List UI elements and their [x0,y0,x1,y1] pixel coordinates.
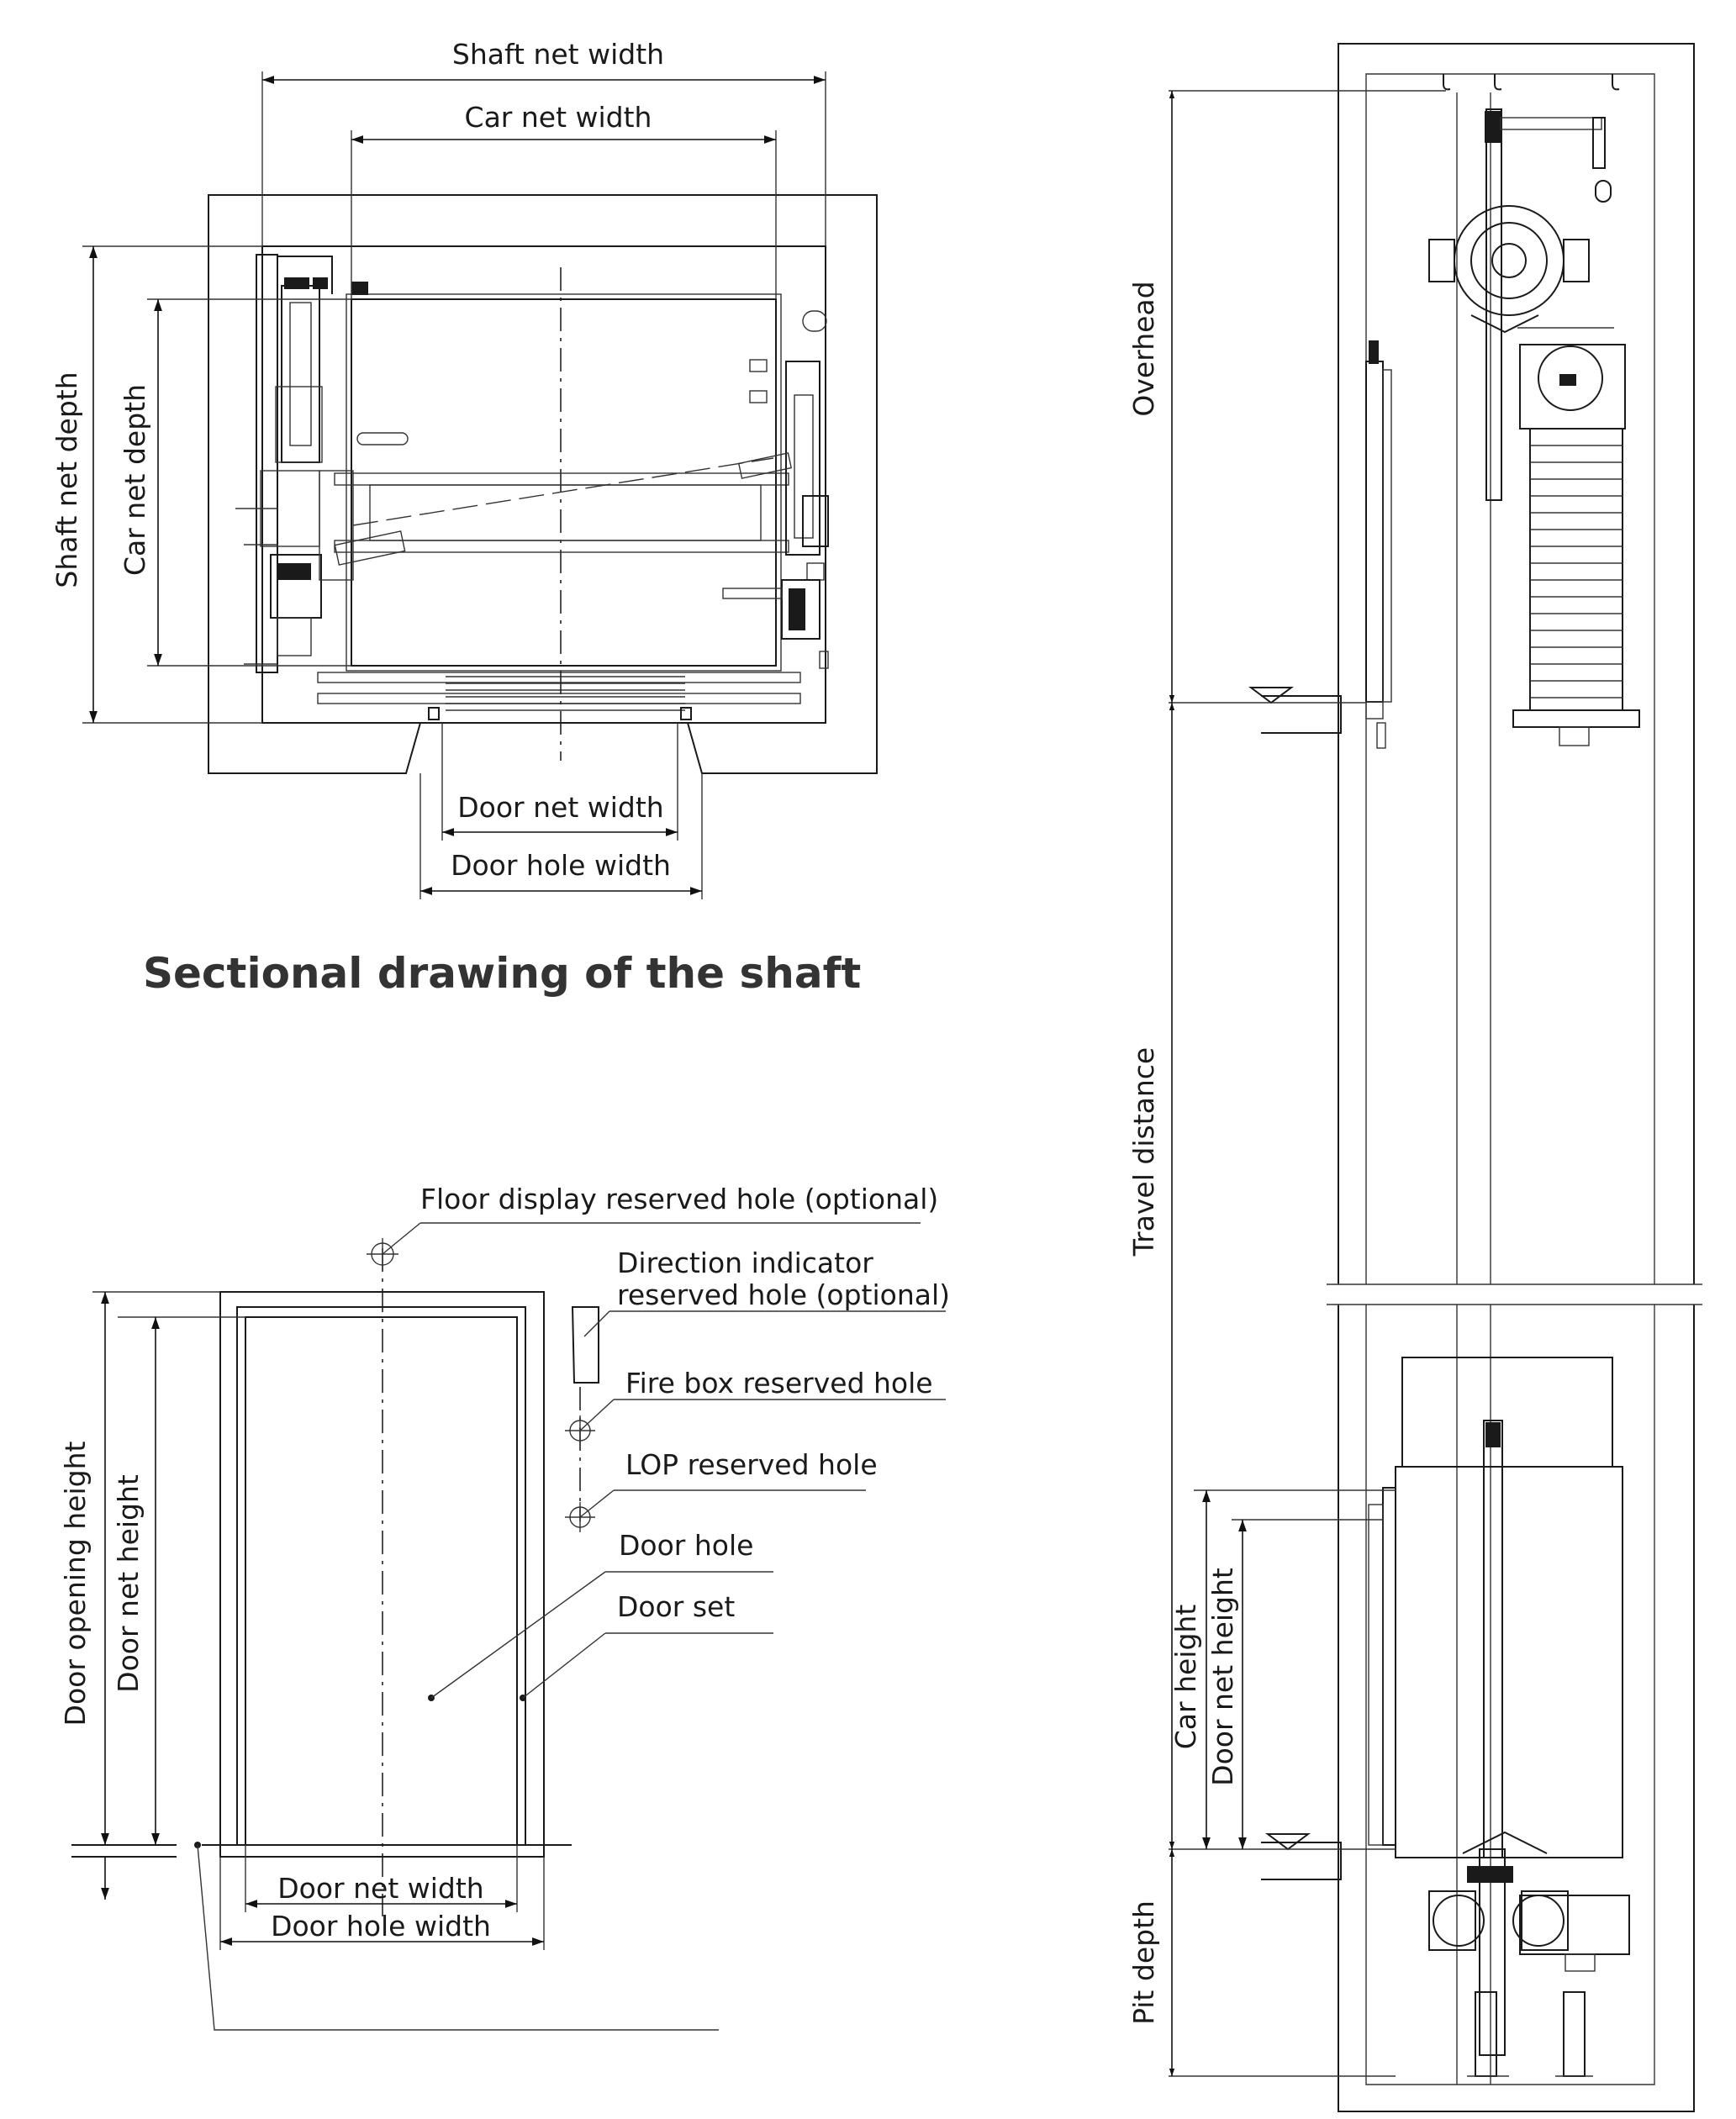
leader-door-hole [430,1571,606,1699]
plan-door-net-width-label: Door net width [457,791,663,824]
leader-fire-box [579,1399,615,1431]
leader-lop [579,1489,615,1518]
car-net-depth-label: Car net depth [119,384,151,576]
upper-floor-level-mark [1248,687,1294,704]
reference-leader [197,1844,719,2031]
right-side-equipment [722,310,829,669]
elevation-door-net-height-label: Door net height [112,1474,145,1693]
door-panel-lines [446,676,685,711]
elevation-door-net-width-label: Door net width [277,1872,483,1905]
door-jamb-right [680,707,692,720]
landing-sill [317,693,801,704]
shaft-inner-outline [261,245,826,724]
travel-distance-label: Travel distance [1127,1047,1160,1257]
lop-hole-label: LOP reserved hole [625,1448,878,1481]
lower-floor-level-mark [1265,1833,1311,1851]
shaft-wall-upper [1338,43,1695,1284]
fire-box-hole-label: Fire box reserved hole [625,1367,933,1399]
door-elevation-dimensions [92,1291,545,1950]
pit-depth-label: Pit depth [1127,1900,1160,2025]
elevation-door-hole-width-label: Door hole width [271,1910,491,1942]
overhead-label: Overhead [1127,281,1160,416]
direction-indicator-symbol [571,1306,599,1384]
counterweight [1512,344,1640,746]
car-wall-outline [346,293,782,672]
top-hooks [1443,74,1620,91]
door-jamb-left [428,707,440,720]
car-sill [317,672,801,683]
door-set-label: Door set [617,1590,735,1623]
plan-dimensions [82,71,826,899]
car-height-label: Car height [1169,1605,1202,1750]
leader-door-set [522,1632,606,1699]
car-beam-body [369,484,762,541]
shaft-wall-lower [1338,1305,1695,2112]
elevator-car [1368,1357,1630,2077]
car-beam-top [334,472,789,486]
direction-indicator-label-line2: reserved hole (optional) [617,1278,950,1311]
section-door-net-height-label: Door net height [1206,1568,1239,1786]
shaft-net-depth-label: Shaft net depth [50,372,83,588]
upper-floor-slab [1261,695,1342,734]
shaft-net-width-label: Shaft net width [452,38,664,71]
leader-floor-display [382,1222,421,1255]
counterweight-plates [1530,445,1623,698]
shaft-section-view: Overhead Travel distance Car height Door… [1127,43,1702,2112]
leader-direction-indicator [583,1310,610,1337]
door-hole-label: Door hole [619,1529,753,1562]
shaft-inner-lower [1365,1305,1655,2085]
door-elevation-view: Floor display reserved hole (optional) D… [59,1183,950,2031]
diagonal-line [352,457,774,526]
door-opening-height-label: Door opening height [59,1441,92,1726]
direction-indicator-label-line1: Direction indicator [617,1247,873,1279]
left-counterweight-assembly [235,254,409,673]
car-net-width-label: Car net width [465,101,652,134]
traction-machine [1428,108,1614,501]
drawing-title: Sectional drawing of the shaft [143,949,861,998]
door-frame-outer [236,1306,526,1845]
plan-door-hole-width-label: Door hole width [451,849,671,882]
shaft-inner-upper [1365,73,1655,1284]
shaft-plan-view: Shaft net width Car net width Shaft net … [50,38,878,899]
floor-display-hole-label: Floor display reserved hole (optional) [420,1183,938,1215]
car-outline [351,298,777,667]
lower-floor-slab [1261,1842,1342,1880]
upper-landing-door [1365,340,1392,749]
door-frame-inner [245,1316,518,1845]
section-dimensions [1169,90,1446,2077]
